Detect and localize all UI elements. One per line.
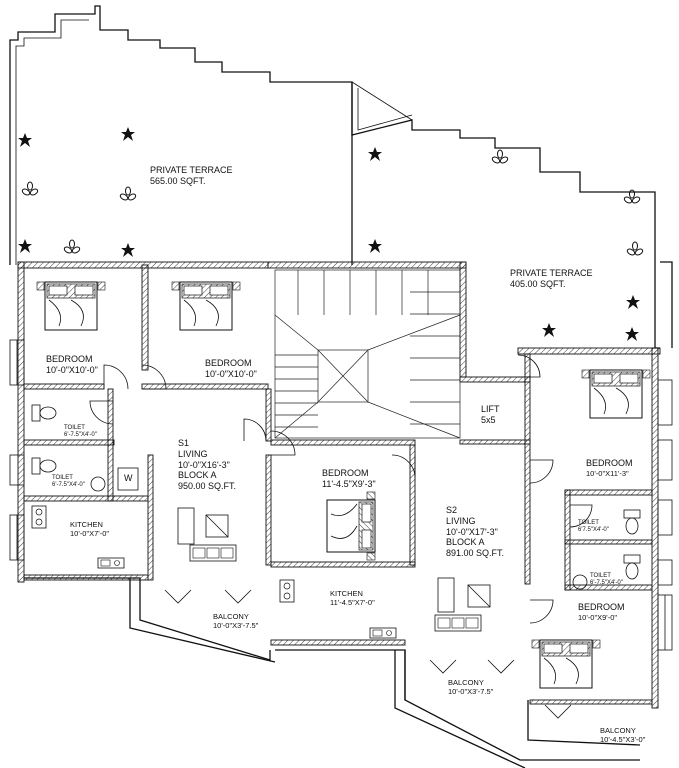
kitchen-2-name: KITCHEN — [330, 589, 363, 598]
toilet-3-size: 6'7.5"X4'-0" — [578, 527, 609, 534]
balcony-1-size: 10'-0"X3'-7.5" — [213, 621, 259, 630]
terrace-b-name: PRIVATE TERRACE — [510, 268, 593, 278]
balcony-3-size: 10'-4.5"X3'-0" — [600, 735, 646, 744]
unit-s1-label: S1 LIVING 10'-0"X16'-3" BLOCK A 950.00 S… — [178, 438, 236, 492]
lift-name: LIFT — [481, 404, 500, 414]
unit-s2-block: BLOCK A — [446, 537, 485, 548]
unit-s2-code: S2 — [446, 505, 458, 515]
unit-s2-label: S2 LIVING 10'-0"X17'-3" BLOCK A 891.00 S… — [446, 505, 504, 559]
lift-size: 5x5 — [481, 414, 496, 425]
toilet-1-name: TOILET — [64, 425, 85, 431]
bedroom-4-label: BEDROOM 10'-0"X11'-3" — [586, 458, 633, 478]
lift-label: LIFT 5x5 — [481, 404, 500, 426]
bedroom-1-size: 10'-0"X10'-0" — [46, 364, 98, 375]
terrace-b-outline — [351, 81, 673, 349]
unit-s1-block: BLOCK A — [178, 470, 217, 481]
bedroom-4-name: BEDROOM — [586, 458, 633, 468]
wash-label: W — [124, 473, 133, 483]
bedroom-2-label: BEDROOM 10'-0"X10'-0" — [205, 358, 257, 380]
toilet-2-size: 6'-7.5"X4'-0" — [52, 482, 85, 489]
unit-s1-size: 10'-0"X16'-3" — [178, 459, 230, 470]
bedroom-5-label: BEDROOM 10'-0"X9'-0" — [578, 602, 625, 622]
toilet-2-name: TOILET — [52, 475, 73, 481]
terrace-a-area: 565.00 SQFT. — [150, 175, 206, 186]
bedroom-2-name: BEDROOM — [205, 358, 252, 368]
terrace-a-label: PRIVATE TERRACE 565.00 SQFT. — [150, 165, 233, 187]
bedroom-1-label: BEDROOM 10'-0"X10'-0" — [46, 354, 98, 376]
kitchen-1-name: KITCHEN — [70, 520, 103, 529]
toilet-4-size: 6'-7.5"X4'-0" — [590, 580, 623, 587]
toilet-1-label: TOILET 6'-7.5"X4'-0" — [64, 425, 97, 439]
kitchen-1-label: KITCHEN 10'-0"X7'-0" — [70, 520, 109, 538]
unit-s1-code: S1 — [178, 438, 190, 448]
terrace-a-name: PRIVATE TERRACE — [150, 165, 233, 175]
terrace-a-outline — [9, 5, 353, 265]
fixtures — [31, 404, 641, 639]
toilet-2-label: TOILET 6'-7.5"X4'-0" — [52, 475, 85, 489]
toilet-3-label: TOILET 6'7.5"X4'-0" — [578, 520, 609, 534]
balcony-2-size: 10'-0"X3'-7.5" — [448, 687, 494, 696]
balcony-3-name: BALCONY — [600, 726, 636, 735]
bedroom-5-size: 10'-0"X9'-0" — [578, 612, 618, 622]
bedroom-1-name: BEDROOM — [46, 354, 93, 364]
doors — [89, 354, 593, 719]
balcony-1-label: BALCONY 10'-0"X3'-7.5" — [213, 612, 258, 630]
balcony-1-name: BALCONY — [213, 612, 249, 621]
unit-s2-room: LIVING — [446, 515, 476, 526]
unit-s2-size: 10'-0"X17'-3" — [446, 526, 498, 537]
staircase — [274, 269, 461, 439]
terrace-b-label: PRIVATE TERRACE 405.00 SQFT. — [510, 268, 593, 290]
balcony-3-label: BALCONY 10'-4.5"X3'-0" — [600, 726, 645, 744]
terrace-plants — [18, 127, 645, 341]
balcony-2-label: BALCONY 10'-0"X3'-7.5" — [448, 678, 493, 696]
unit-s1-room: LIVING — [178, 448, 208, 459]
kitchen-2-size: 11'-4.5"X7'-0" — [330, 598, 375, 607]
toilet-1-size: 6'-7.5"X4'-0" — [64, 432, 97, 439]
kitchen-1-size: 10'-0"X7'-0" — [70, 529, 110, 538]
terrace-b-area: 405.00 SQFT. — [510, 278, 566, 289]
bedroom-5-name: BEDROOM — [578, 602, 625, 612]
bedroom-4-size: 10'-0"X11'-3" — [586, 468, 629, 478]
unit-s2-area: 891.00 SQ.FT. — [446, 548, 505, 559]
interior-walls — [23, 264, 653, 705]
kitchen-2-label: KITCHEN 11'-4.5"X7'-0" — [330, 589, 375, 607]
toilet-4-label: TOILET 6'-7.5"X4'-0" — [590, 573, 623, 587]
bedroom-3-size: 11'-4.5"X9'-3" — [322, 478, 376, 489]
bedroom-3-label: BEDROOM 11'-4.5"X9'-3" — [322, 468, 376, 490]
balcony-2-name: BALCONY — [448, 678, 484, 687]
toilet-4-name: TOILET — [590, 573, 611, 579]
windows — [9, 339, 673, 651]
bedroom-3-name: BEDROOM — [322, 468, 369, 478]
toilet-3-name: TOILET — [578, 520, 599, 526]
bedroom-2-size: 10'-0"X10'-0" — [205, 368, 257, 379]
unit-s1-area: 950.00 SQ.FT. — [178, 481, 237, 492]
